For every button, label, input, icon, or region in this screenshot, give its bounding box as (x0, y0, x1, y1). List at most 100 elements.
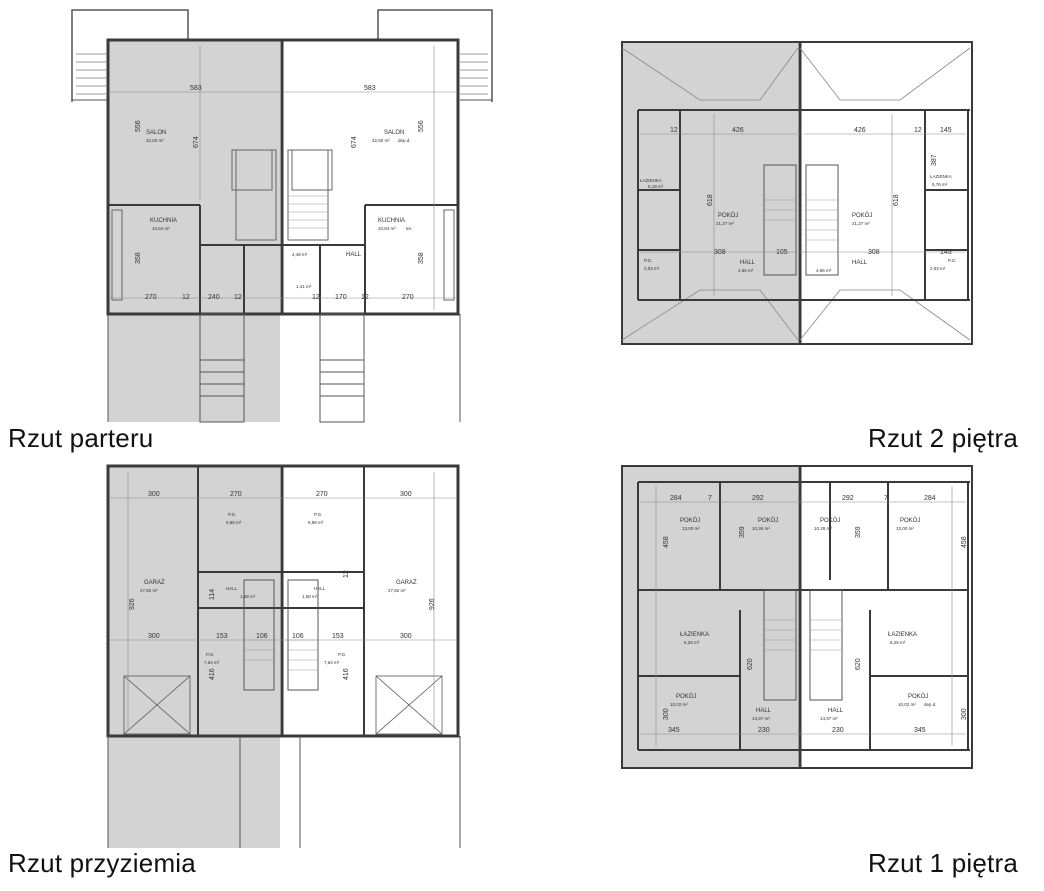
dim-345-left: 345 (668, 727, 680, 734)
room-pokoj2-left: POKÓJ (758, 517, 778, 524)
room-pokoj1-right: POKÓJ (820, 517, 840, 524)
room-hall-right-area: 1,58 m² (302, 594, 318, 599)
dim-300-right: 300 (961, 708, 968, 720)
room-lazienka-right: ŁAZIENKA (930, 174, 952, 179)
room-kuchnia-right-area: 10,84 m² (378, 226, 396, 231)
dim-b1: 270 (145, 294, 157, 301)
dim-12: 12 (343, 570, 350, 578)
dim-width-left: 583 (190, 85, 202, 92)
room-pg-top-right: P.G. (314, 512, 322, 517)
room-pokoj3-right-area: 10,02 m² (898, 702, 916, 707)
room-lazienka-left: ŁAZIENKA (680, 632, 709, 638)
room-lazienka-left-area: 6,28 m² (684, 640, 700, 645)
dim-359-left: 359 (739, 526, 746, 538)
dim-300-mid-left: 300 (148, 633, 160, 640)
room-salon-right-area: 32,50 m² (372, 138, 390, 143)
dim-b4: 12 (234, 294, 242, 301)
room-pokoj2-right: POKÓJ (900, 517, 920, 524)
dim-300-top-right: 300 (400, 491, 412, 498)
room-kuchnia-left: KUCHNIA (150, 218, 177, 224)
dim-300-top-left: 300 (148, 491, 160, 498)
dim-105: 105 (776, 249, 788, 256)
room-kuchnia-floor: ter. (406, 226, 412, 231)
dim-926-right: 926 (429, 598, 436, 610)
dim-618-left: 618 (707, 194, 714, 206)
shaded-unit-1pietro (622, 466, 798, 768)
room-pokoj-left: POKÓJ (718, 212, 738, 219)
dim-b6: 170 (335, 294, 347, 301)
room-pg-top-right-area: 9,88 m² (308, 520, 324, 525)
dim-width-right: 583 (364, 85, 376, 92)
room-salon-floor: dep.d. (398, 138, 411, 143)
dim-145-right-bottom: 145 (940, 249, 952, 256)
dim-b5: 12 (312, 294, 320, 301)
dim-345-right: 345 (914, 727, 926, 734)
room-hall-right-area: 4,48 m² (292, 252, 308, 257)
room-kuchnia-right: KUCHNIA (378, 218, 405, 224)
room-pokoj3-left-area: 10,02 m² (670, 702, 688, 707)
room-pg-right-area: 2,03 m² (930, 266, 946, 271)
dim-s1: 556 (135, 120, 142, 132)
room-garaz-right: GARAŻ (396, 579, 417, 586)
room-hall-left-area: 14,97 m² (752, 716, 770, 721)
dim-k1: 358 (135, 252, 142, 264)
room-hall-left: HALL (756, 708, 772, 714)
room-pg-top-left-area: 9,88 m² (226, 520, 242, 525)
dim-359-right: 359 (855, 526, 862, 538)
caption-rzut-przyziemia: Rzut przyziemia (8, 848, 196, 878)
room-kuchnia-left-area: 10,64 m² (152, 226, 170, 231)
room-hall-right: HALL (852, 260, 868, 266)
plan-parter: 583 583 674 674 556 556 270 12 240 12 12… (71, 9, 493, 423)
dim-k2: 358 (418, 252, 425, 264)
dim-height-left: 674 (193, 136, 200, 148)
dim-292-left: 292 (752, 495, 764, 502)
dim-270-top-left: 270 (230, 491, 242, 498)
dim-618-right: 618 (893, 194, 900, 206)
room-hall-left: HALL (740, 260, 756, 266)
room-lazienka-left-area: 5,18 m² (648, 184, 664, 189)
dim-230-right: 230 (832, 727, 844, 734)
room-pg-left-area: 2,03 m² (644, 266, 660, 271)
room-lazienka-left: ŁAZIENKA (640, 178, 662, 183)
room-pokoj2-left-area: 10,36 m² (752, 526, 770, 531)
dim-300-mid-right: 300 (400, 633, 412, 640)
room-garaz-right-area: 27,82 m² (388, 588, 406, 593)
shaded-unit-parter (108, 40, 280, 422)
room-hall-right-area: 4,66 m² (816, 268, 832, 273)
dim-426-left: 426 (732, 127, 744, 134)
room-pokoj3-left: POKÓJ (676, 693, 696, 700)
dim-270-top-right: 270 (316, 491, 328, 498)
dim-458-right: 458 (961, 536, 968, 548)
room-pokoj-right-area: 21,37 m² (852, 221, 870, 226)
dim-b2: 12 (182, 294, 190, 301)
dim-458-left: 458 (663, 536, 670, 548)
room-pokoj1-left-area: 13,00 m² (682, 526, 700, 531)
room-garaz-left-area: 27,82 m² (140, 588, 158, 593)
room-salon-right: SALON (384, 130, 404, 136)
room-hall-right: HALL (828, 708, 844, 714)
room-hall-right: HALL (314, 586, 326, 591)
room-hall-right-area: 14,97 m² (820, 716, 838, 721)
plan-2pietro: 426 426 12 12 145 145 618 618 308 308 10… (621, 41, 973, 345)
room-salon-left: SALON (146, 130, 166, 136)
dim-s2: 556 (418, 120, 425, 132)
room-salon-left-area: 32,50 m² (146, 138, 164, 143)
dim-308-left: 308 (714, 249, 726, 256)
dim-416-right: 416 (343, 668, 350, 680)
room-pokoj2-right-area: 13,00 m² (896, 526, 914, 531)
plan-przyziemie: 300 270 270 300 300 300 926 926 153 153 … (106, 464, 461, 848)
room-hall-left: HALL (226, 586, 238, 591)
dim-416-left: 416 (209, 668, 216, 680)
room-pokoj-right: POKÓJ (852, 212, 872, 219)
dim-230-left: 230 (758, 727, 770, 734)
shaded-unit-2pietro (622, 42, 798, 344)
dim-7-right: 7 (884, 495, 888, 502)
dim-292-right: 292 (842, 495, 854, 502)
dim-153-right: 153 (332, 633, 344, 640)
room-wc-area: 1,41 m² (296, 284, 312, 289)
dim-387: 387 (931, 154, 938, 166)
room-pg-bottom-left: P.G. (206, 652, 214, 657)
dim-12-right: 12 (914, 127, 922, 134)
room-pokoj1-right-area: 10,28 m² (814, 526, 832, 531)
